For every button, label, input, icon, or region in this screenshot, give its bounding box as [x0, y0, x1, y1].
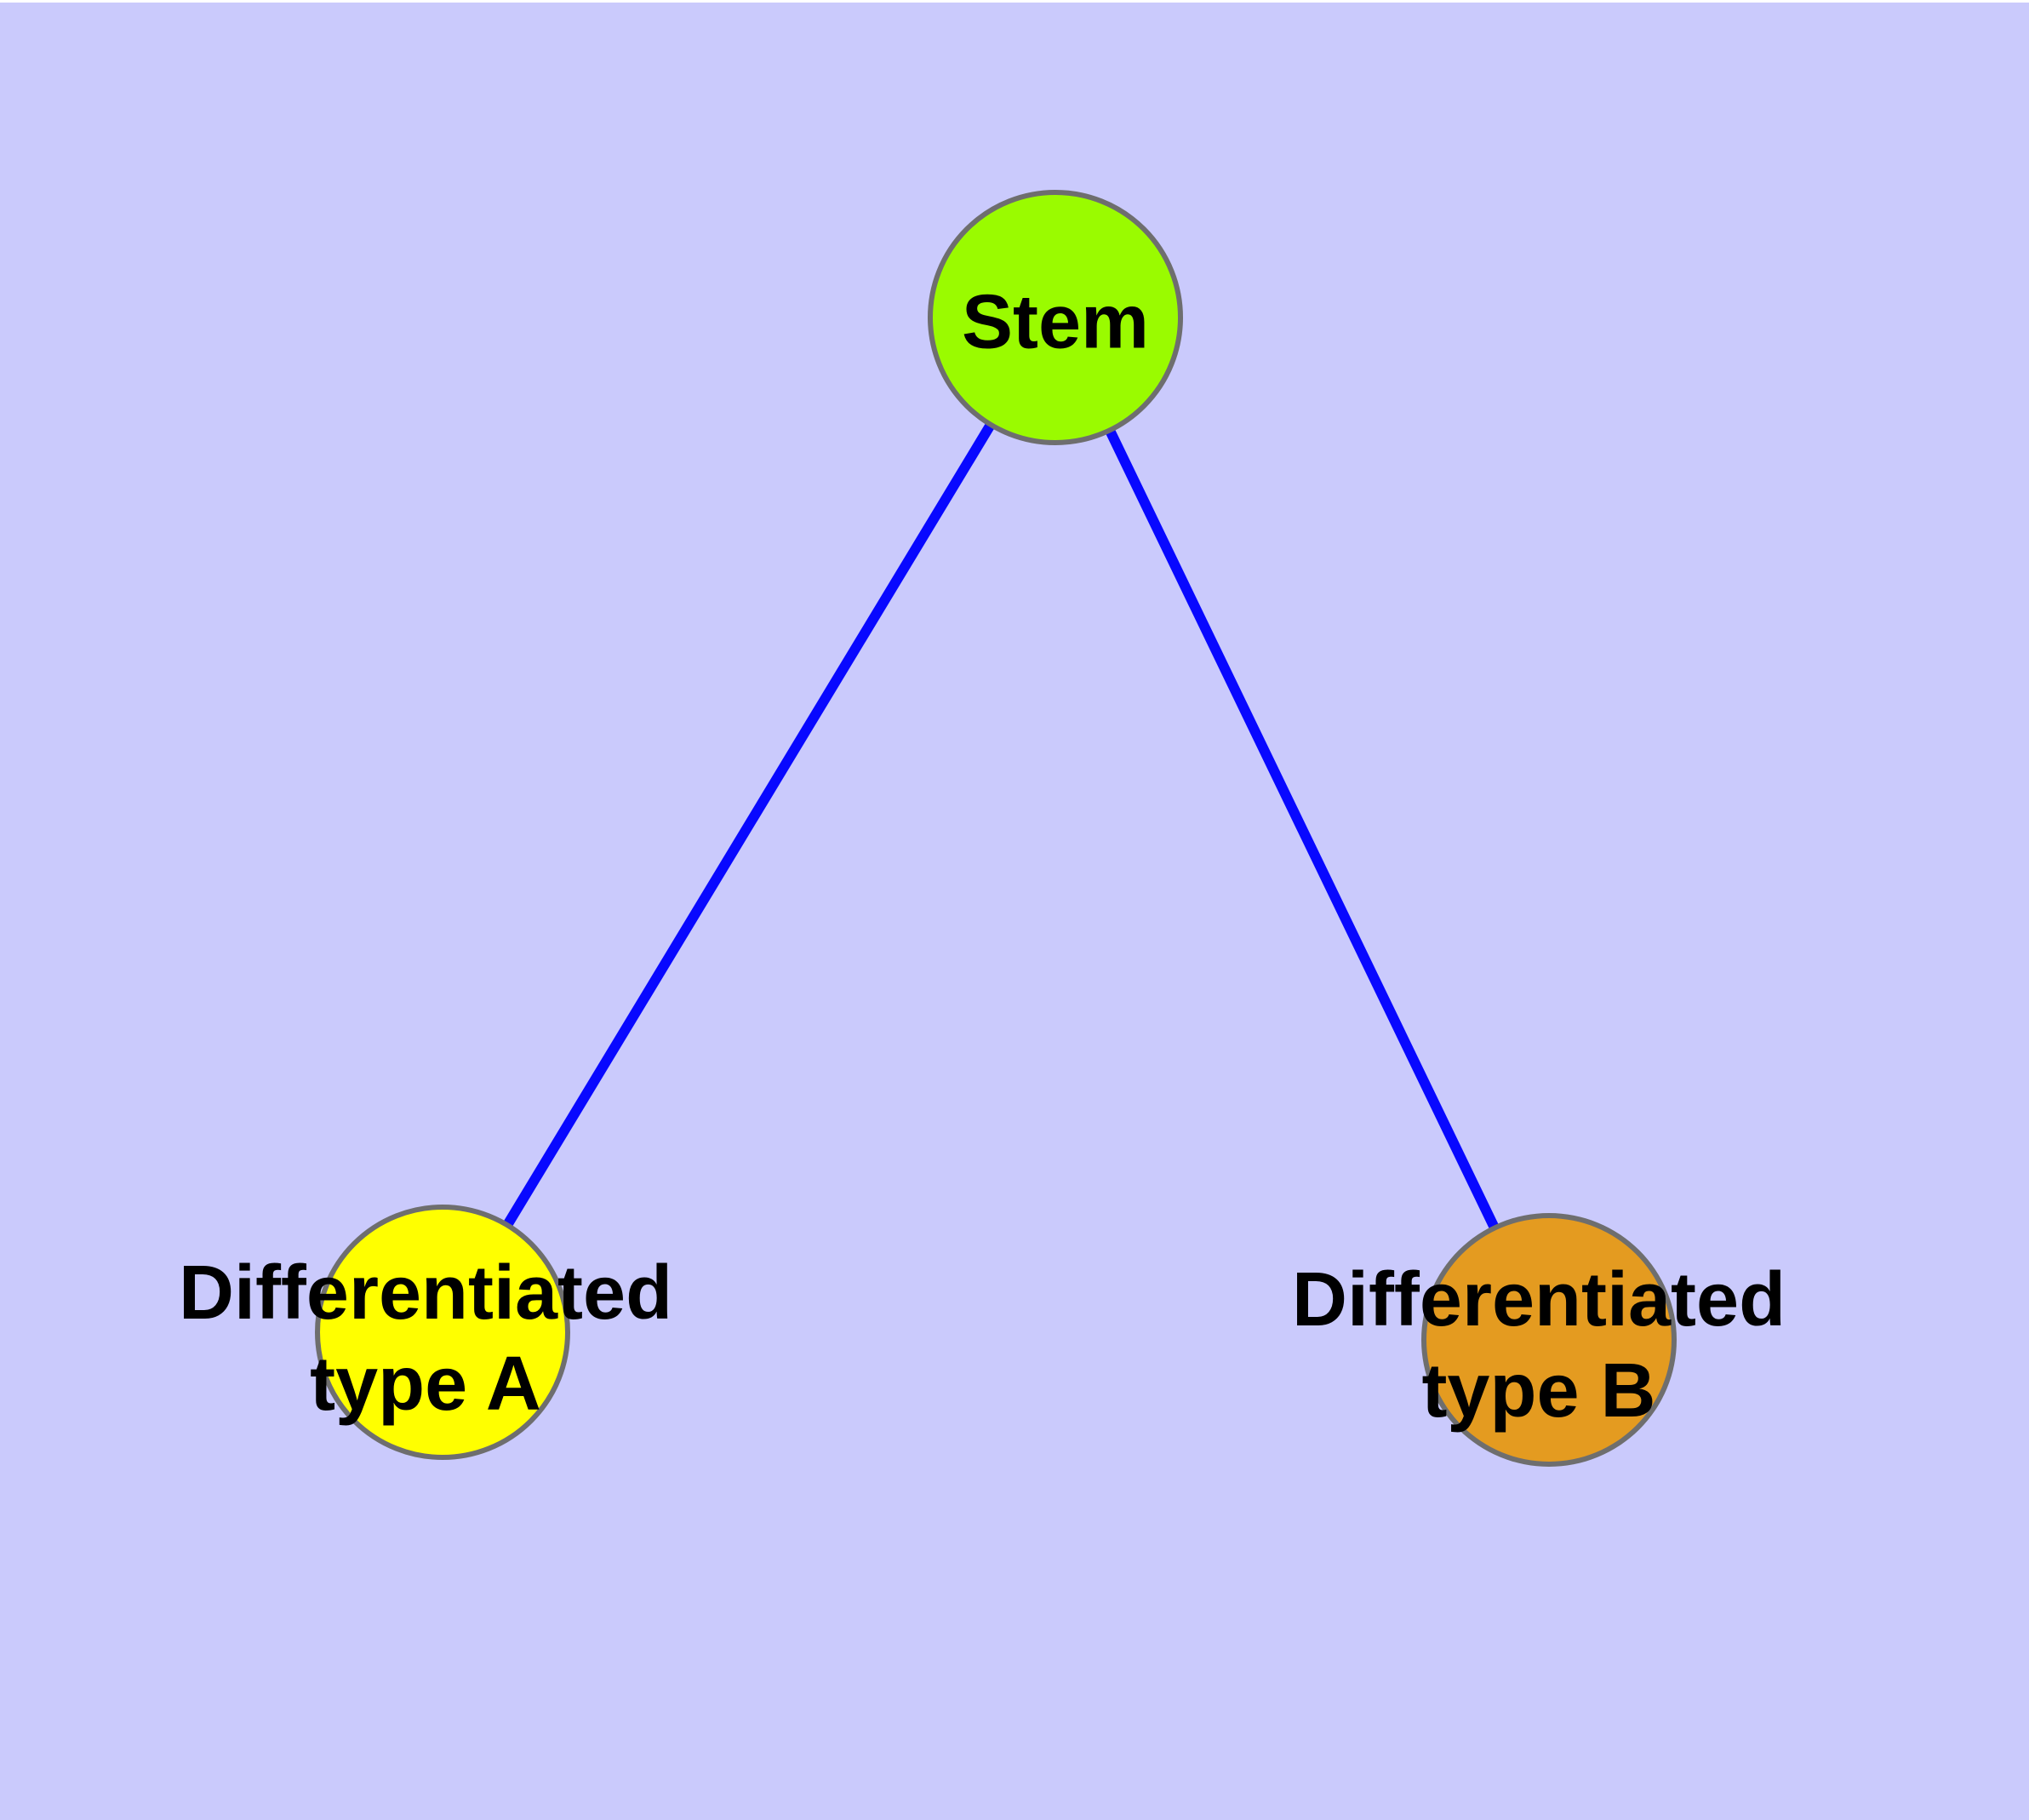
node-differentiated-type-a	[315, 1205, 570, 1460]
edge-stem-to-type-b	[1050, 315, 1554, 1343]
node-differentiated-type-b	[1421, 1213, 1677, 1467]
top-edge-strip	[0, 0, 2029, 3]
edge-stem-to-type-a	[437, 314, 1060, 1336]
node-stem	[928, 190, 1183, 445]
